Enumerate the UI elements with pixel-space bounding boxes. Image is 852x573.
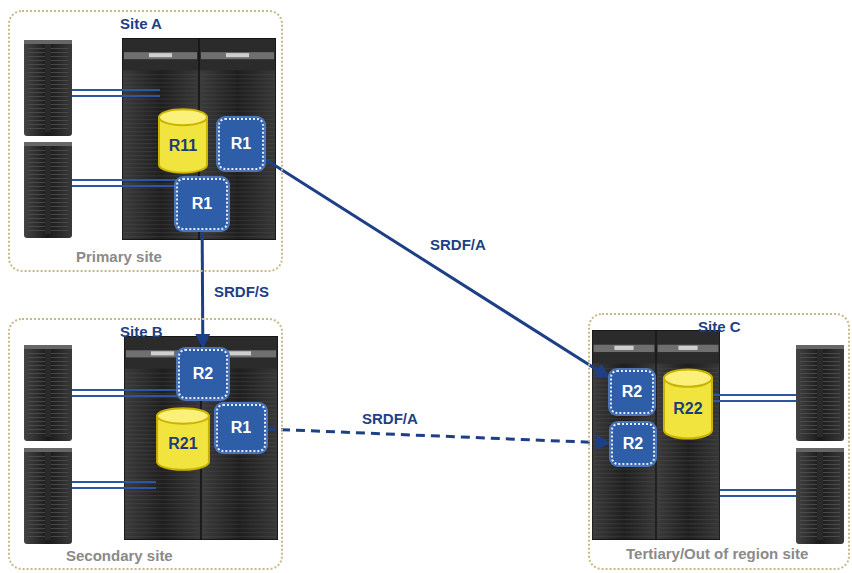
site-caption: Secondary site xyxy=(66,547,173,564)
site-region: Site APrimary siteR11R1R1 xyxy=(8,10,283,272)
device-label: R22 xyxy=(673,400,702,418)
replication-link xyxy=(201,230,205,349)
link-label: SRDF/A xyxy=(428,236,488,253)
device-label: R1 xyxy=(231,419,251,437)
link-label: SRDF/S xyxy=(212,283,271,300)
replication-device: R2 xyxy=(611,423,655,465)
device-group-cylinder: R21 xyxy=(156,407,210,471)
link-label: SRDF/A xyxy=(360,410,420,427)
replication-link xyxy=(266,429,611,443)
site-region: Site CTertiary/Out of region siteR2R2R22 xyxy=(588,313,850,570)
device-label: R1 xyxy=(231,135,251,153)
device-group-cylinder: R22 xyxy=(663,368,713,440)
site-title: Site A xyxy=(120,15,162,32)
site-region: Site B Secondary site R2R21 R1 xyxy=(8,318,283,570)
device-label: R11 xyxy=(169,137,197,155)
replication-device: R1 xyxy=(218,118,264,170)
replication-device: R2 xyxy=(610,370,654,414)
device-label: R2 xyxy=(623,435,643,453)
device-group-cylinder: R11 xyxy=(158,108,208,174)
device-label: R2 xyxy=(193,365,213,383)
replication-device: R1 xyxy=(216,404,266,452)
replication-link xyxy=(264,159,610,378)
site-title: Site B xyxy=(120,323,163,340)
device-label: R1 xyxy=(192,195,212,213)
replication-device: R2 xyxy=(178,349,228,399)
replication-device: R1 xyxy=(176,178,228,230)
site-caption: Primary site xyxy=(76,248,162,265)
site-caption: Tertiary/Out of region site xyxy=(626,545,808,562)
device-label: R2 xyxy=(622,383,642,401)
site-title: Site C xyxy=(698,318,741,335)
device-label: R21 xyxy=(168,435,197,453)
